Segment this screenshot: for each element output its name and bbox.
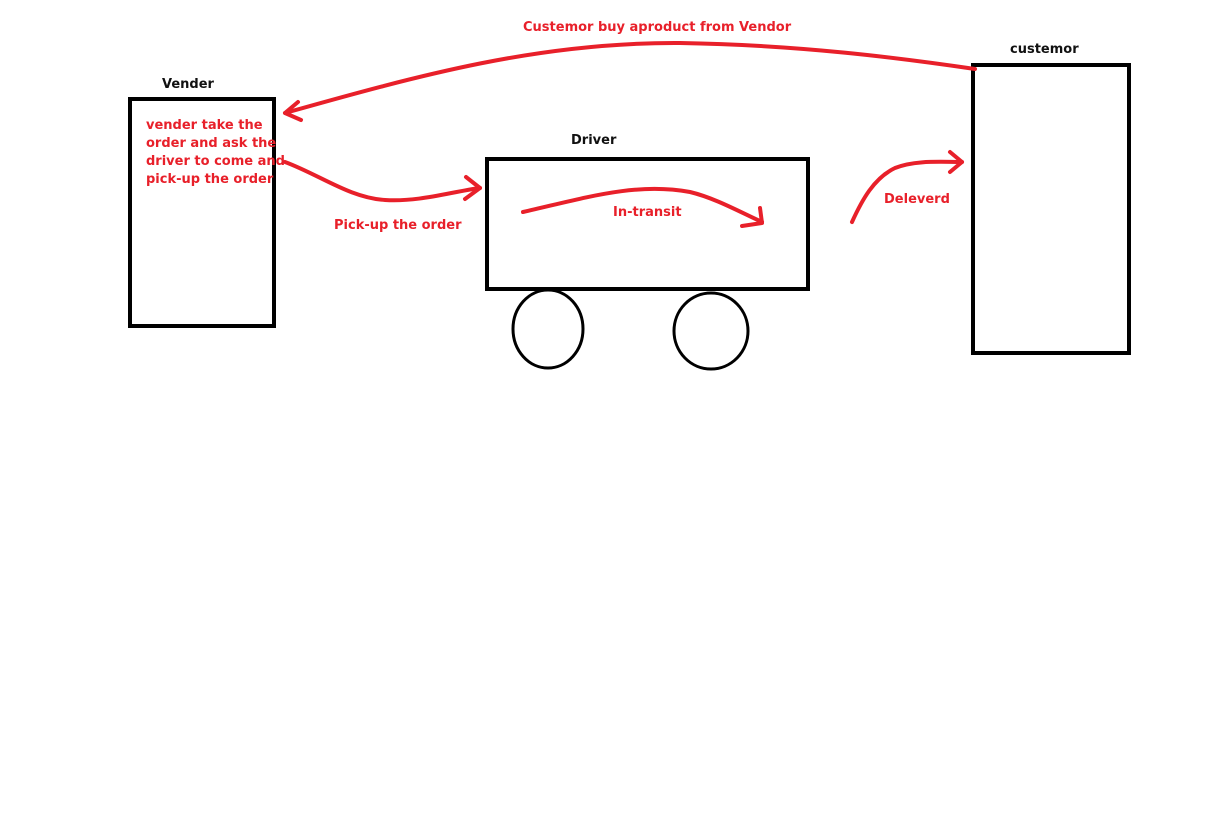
vendor-to-driver-label: Pick-up the order [334,218,462,233]
driver-to-customer-label: Deleverd [884,192,950,207]
truck-wheel-right-icon [672,291,750,371]
edge-driver-to-customer: Deleverd [850,150,964,224]
edge-customer-to-vendor: Custemor buy aproduct from Vendor [283,20,977,122]
vendor-desc-line-4: pick-up the order [146,172,274,187]
driver-node: Driver In-transit [485,133,810,371]
edge-vendor-to-driver: Pick-up the order [283,160,482,233]
truck-wheel-left-icon [511,288,585,370]
in-transit-arrowhead [740,206,764,228]
driver-to-customer-arrow [850,159,964,224]
customer-to-vendor-label: Custemor buy aproduct from Vendor [523,20,792,35]
in-transit-arrow [521,186,764,224]
customer-to-vendor-arrowhead [283,100,303,122]
driver-title: Driver [571,133,617,148]
customer-box [971,63,1131,355]
vendor-desc-line-2: order and ask the [146,136,276,151]
vendor-desc-line-1: vender take the [146,118,263,133]
vendor-title: Vender [162,77,215,92]
truck-body [485,157,810,291]
vendor-box [128,97,276,328]
vendor-to-driver-arrowhead [463,175,482,201]
vendor-node: Vender vender take the order and ask the… [128,77,285,328]
customer-title: custemor [1010,42,1079,57]
customer-to-vendor-arrow [283,40,977,115]
driver-to-customer-arrowhead [948,150,964,174]
vendor-desc-line-3: driver to come and [146,154,285,169]
vendor-to-driver-arrow [283,160,482,203]
customer-node: custemor [971,42,1131,355]
in-transit-label: In-transit [613,205,682,220]
